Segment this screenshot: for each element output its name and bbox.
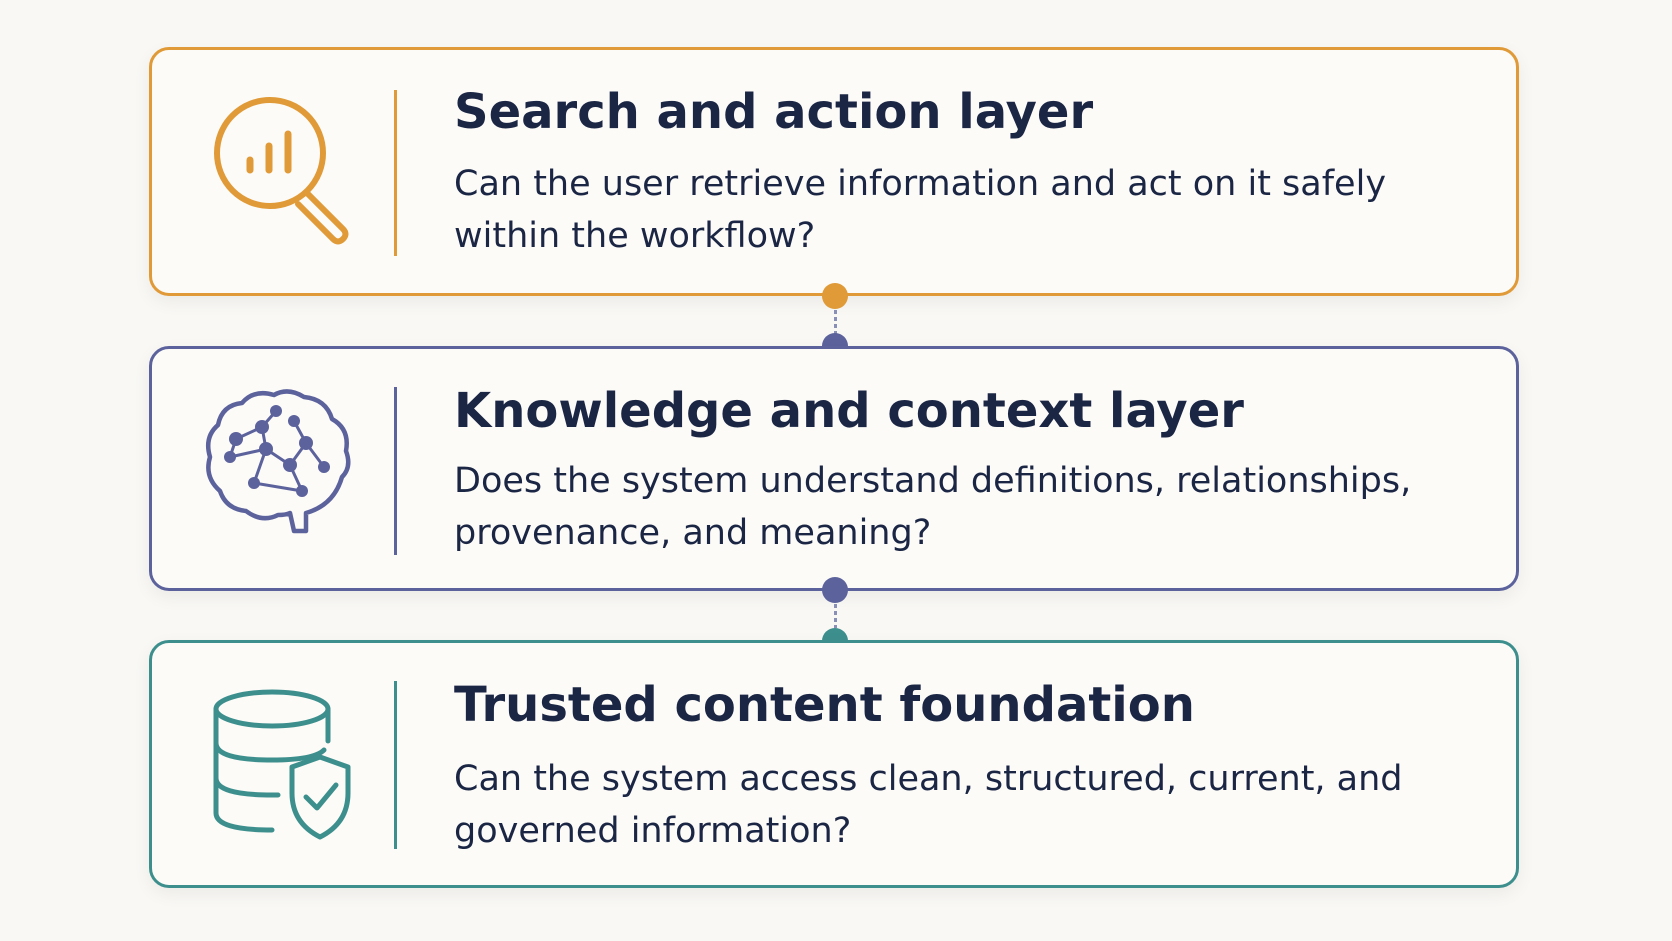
layer-title: Search and action layer <box>454 84 1094 140</box>
magnifier-chart-icon <box>202 90 362 250</box>
search-action-layer-card: Search and action layer Can the user ret… <box>149 47 1519 296</box>
connector-dot-top <box>822 577 848 603</box>
layer-description: Can the system access clean, structured,… <box>454 759 1403 851</box>
card-divider <box>394 90 397 256</box>
knowledge-context-layer-card: Knowledge and context layer Does the sys… <box>149 346 1519 591</box>
card-divider <box>394 387 397 555</box>
brain-network-icon <box>202 381 362 541</box>
trusted-content-foundation-card: Trusted content foundation Can the syste… <box>149 640 1519 888</box>
connector-dashed-line <box>834 604 837 628</box>
layer-description: Does the system understand definitions, … <box>454 461 1412 553</box>
database-shield-icon <box>202 681 362 841</box>
connector-dashed-line <box>834 310 837 334</box>
layer-title: Knowledge and context layer <box>454 383 1244 439</box>
layer-title: Trusted content foundation <box>454 677 1195 733</box>
card-divider <box>394 681 397 849</box>
layer-description: Can the user retrieve information and ac… <box>454 164 1387 256</box>
connector-dot-top <box>822 283 848 309</box>
